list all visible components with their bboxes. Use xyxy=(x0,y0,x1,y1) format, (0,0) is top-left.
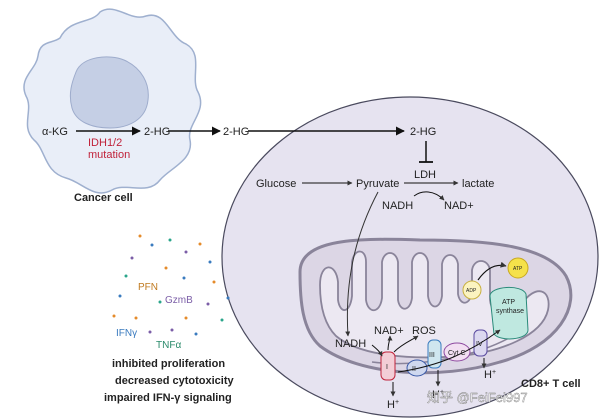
nadh-mito-label: NADH xyxy=(335,338,366,350)
cyt-c-label: Cyt C xyxy=(448,350,466,357)
effect-proliferation: inhibited proliferation xyxy=(112,358,225,370)
electron-flow xyxy=(397,329,501,373)
nadh-cytosol-label: NADH xyxy=(382,200,413,212)
arrow-adp-to-atp xyxy=(477,261,507,281)
atp-label: ATP xyxy=(513,266,523,272)
ifng-label: IFNγ xyxy=(116,328,137,339)
secreted-2hg-label: 2-HG xyxy=(223,126,249,138)
atp-molecule xyxy=(507,257,529,279)
arrow-complex-i-to-nad xyxy=(387,335,393,351)
pyruvate-label: Pyruvate xyxy=(356,178,399,190)
tnfa-label: TNFα xyxy=(156,340,181,351)
proton-label-3: H+ xyxy=(484,369,496,381)
atp-synthase-label-1: ATP xyxy=(502,299,515,306)
complex-iii xyxy=(427,339,442,369)
proton-label-1: H+ xyxy=(387,399,399,411)
adp-label: ADP xyxy=(466,288,477,294)
effect-cytotoxicity: decreased cytotoxicity xyxy=(115,375,234,387)
lactate-label: lactate xyxy=(462,178,494,190)
complex-i xyxy=(380,351,396,381)
cancer-cell-label: Cancer cell xyxy=(74,192,133,204)
akg-label: α-KG xyxy=(42,126,68,138)
pfn-label: PFN xyxy=(138,282,158,293)
arrow-pyruvate-to-mito xyxy=(345,191,379,337)
complex-i-label: I xyxy=(386,364,388,371)
cancer-cell-nucleus xyxy=(69,56,149,129)
arrow-nadh-to-complex-i xyxy=(371,344,383,357)
effect-ifng-signaling: impaired IFN-γ signaling xyxy=(104,392,232,404)
complex-ii-label: II xyxy=(412,366,416,373)
idh-label: IDH1/2 xyxy=(88,137,122,149)
atp-synthase-label-2: synthase xyxy=(496,308,524,315)
arrow-nadh-to-nad xyxy=(413,191,445,201)
adp-molecule xyxy=(462,280,482,300)
cytokine-particles xyxy=(112,234,230,336)
ldh-label: LDH xyxy=(414,169,436,181)
complex-ii xyxy=(406,359,428,377)
mutation-label: mutation xyxy=(88,149,130,161)
cancer-2hg-label: 2-HG xyxy=(144,126,170,138)
tcell-2hg-label: 2-HG xyxy=(410,126,436,138)
complex-iv-label: IV xyxy=(476,341,483,348)
nad-mito-label: NAD+ xyxy=(374,325,404,337)
t-cell-label: CD8+ T cell xyxy=(521,378,581,390)
arrow-complex-i-to-ros xyxy=(393,335,419,353)
complex-iii-label: III xyxy=(429,352,435,359)
mitochondrion-cristae xyxy=(319,250,550,359)
cyt-c xyxy=(443,342,471,362)
ros-label: ROS xyxy=(412,325,436,337)
nad-cytosol-label: NAD+ xyxy=(444,200,474,212)
glucose-label: Glucose xyxy=(256,178,296,190)
atp-synthase xyxy=(489,287,529,340)
watermark: 知乎 @FeiFei997 xyxy=(427,390,528,405)
gzmb-label: GzmB xyxy=(165,295,193,306)
proton-label-2: H+ xyxy=(432,389,444,401)
